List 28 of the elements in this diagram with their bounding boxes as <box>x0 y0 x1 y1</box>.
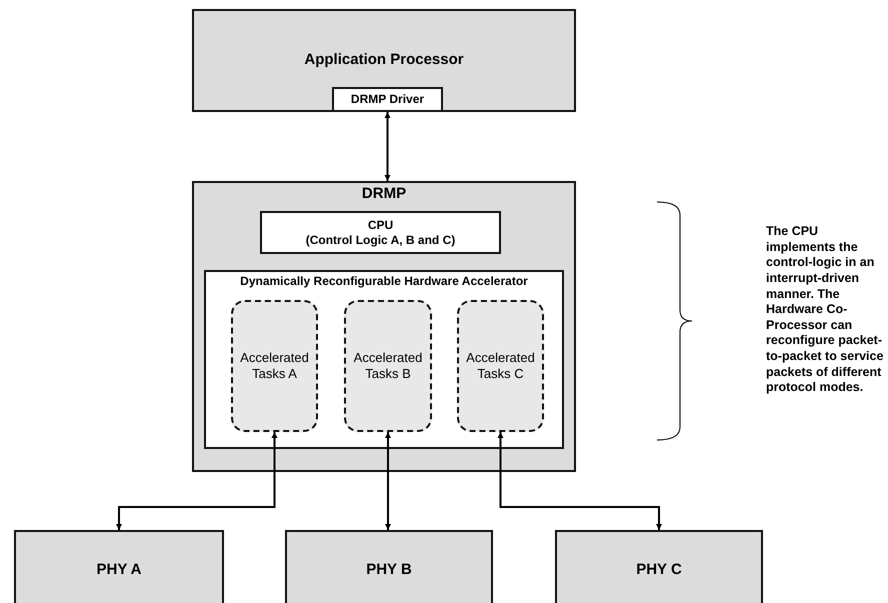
arrow <box>385 432 391 530</box>
block-box <box>192 181 576 472</box>
block-label: Accelerated Tasks C <box>465 350 536 382</box>
block-sublabel: (Control Logic A, B and C) <box>306 232 456 247</box>
block-box <box>192 9 576 112</box>
task-box <box>344 300 432 432</box>
task-box <box>457 300 544 432</box>
block-box <box>332 87 443 112</box>
block-box <box>14 530 224 603</box>
block-box <box>260 211 501 254</box>
block-label: DRMP <box>362 185 406 203</box>
block-label: Dynamically Reconfigurable Hardware Accelerator <box>240 274 528 288</box>
arrow <box>116 432 278 530</box>
block-label: PHY C <box>636 561 682 579</box>
task-box <box>231 300 318 432</box>
block-box <box>555 530 763 603</box>
block-label: PHY B <box>366 561 412 579</box>
block-label: Accelerated Tasks B <box>352 350 424 382</box>
block-label: Application Processor <box>304 51 464 69</box>
block-box <box>204 270 564 449</box>
annotation-note: The CPU implements the control-logic in an interrupt-driven manner. The Hardware Co-Processor can reconfigure packet-to-packet to service packets of different protocol modes. <box>766 224 884 396</box>
block-label: PHY A <box>96 561 142 579</box>
block-label: DRMP Driver <box>350 92 424 107</box>
arrow <box>384 112 390 181</box>
arrow <box>498 432 662 530</box>
block-box <box>285 530 493 603</box>
block-label: CPU <box>368 218 394 232</box>
block-label: Accelerated Tasks A <box>239 350 310 382</box>
